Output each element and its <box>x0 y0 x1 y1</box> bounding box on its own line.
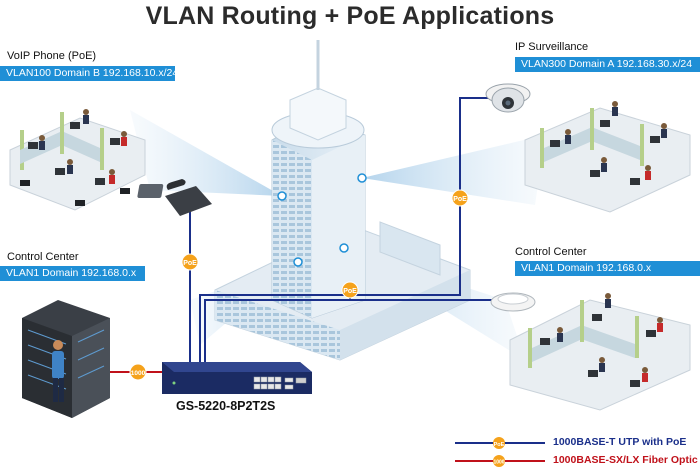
ip-camera-device <box>485 83 531 113</box>
legend-utp-swatch: PoE <box>455 437 545 449</box>
control-left-label: Control Center <box>7 251 79 263</box>
surveillance-label: IP Surveillance <box>515 41 589 53</box>
voip-vlan-bar: VLAN100 Domain B 192.168.10.x/24 <box>0 66 178 81</box>
voip-label: VoIP Phone (PoE) <box>7 50 97 62</box>
tower-anchor-points <box>277 173 367 267</box>
svg-text:PoE: PoE <box>453 196 467 203</box>
utp-links <box>189 97 498 362</box>
svg-text:1000: 1000 <box>493 460 504 466</box>
signal-beam-voip <box>130 110 282 196</box>
engineer-figure <box>52 340 64 402</box>
legend-utp-label: 1000BASE-T UTP with PoE <box>553 436 687 448</box>
poe-badge-surveillance: PoE <box>451 189 469 207</box>
switch-model-label: GS-5220-8P2T2S <box>176 399 276 413</box>
svg-text:1000: 1000 <box>131 370 146 377</box>
poe-badge-ap: PoE <box>341 281 359 299</box>
office-cluster-control-right <box>509 293 691 411</box>
svg-text:PoE: PoE <box>494 442 505 448</box>
control-left-vlan-bar: VLAN1 Domain 192.168.0.x <box>0 266 145 281</box>
server-racks <box>22 300 110 418</box>
network-switch <box>162 362 312 394</box>
legend-fiber-label: 1000BASE-SX/LX Fiber Optic <box>553 454 698 466</box>
svg-text:PoE: PoE <box>183 260 197 267</box>
poe-badge-voip: PoE <box>181 253 199 271</box>
legend-fiber-swatch: 1000 <box>455 455 545 467</box>
office-workers-surveillance <box>565 101 667 180</box>
wireless-ap-device <box>490 292 536 312</box>
ip-phone-device <box>137 179 212 216</box>
office-cluster-surveillance <box>524 101 691 213</box>
office-workers-control-right <box>557 293 663 382</box>
switch-ports <box>253 376 307 390</box>
diagram-title: VLAN Routing + PoE Applications <box>145 2 555 30</box>
fiber-badge: 1000 <box>129 363 147 381</box>
office-building <box>214 40 471 361</box>
svg-text:PoE: PoE <box>343 288 357 295</box>
control-right-vlan-bar: VLAN1 Domain 192.168.0.x <box>515 261 700 276</box>
control-right-label: Control Center <box>515 246 587 258</box>
office-workers-voip <box>39 109 127 184</box>
office-cluster-voip <box>9 109 146 211</box>
surveillance-vlan-bar: VLAN300 Domain A 192.168.30.x/24 <box>515 57 700 72</box>
signal-beam-surveillance <box>362 135 545 205</box>
